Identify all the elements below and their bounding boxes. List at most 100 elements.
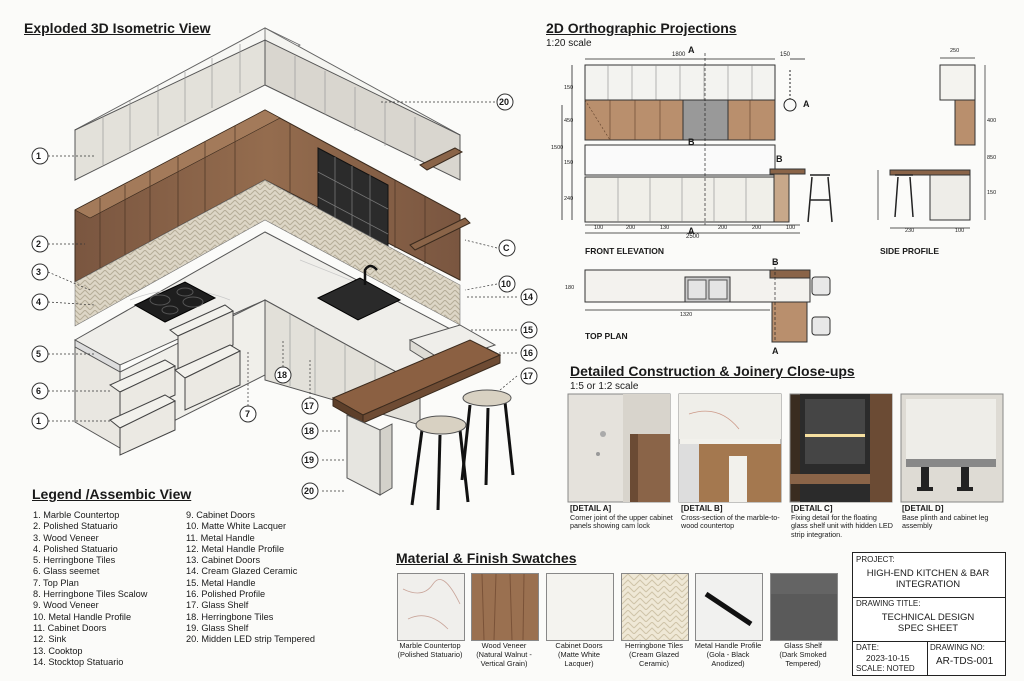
callout-20b: 20 [304, 486, 315, 496]
legend-item: 13. Cooktop [33, 645, 83, 656]
isometric-kitchen-drawing [73, 27, 515, 511]
swatch-caption-line: Herringbone Tiles [625, 641, 683, 650]
legend-item: 7. Top Plan [33, 577, 79, 588]
legend-item: 11. Cabinet Doors [33, 622, 107, 633]
marker-b-plan: B [772, 257, 779, 267]
legend-item: 11. Metal Handle [186, 532, 255, 543]
front-elevation-drawing [561, 53, 833, 234]
swatch-caption-line: Ceramic) [639, 658, 669, 668]
detail-title: Detailed Construction & Joinery Close-up… [570, 363, 855, 379]
swatch-caption-line: Metal Handle Profile [694, 641, 762, 650]
detail-d-image [900, 393, 1004, 503]
callout-18: 18 [277, 370, 288, 380]
dim-plan-len: 1320 [680, 312, 693, 318]
detail-c-label: [DETAIL C] [791, 504, 833, 513]
detail-scale: 1:5 or 1:2 scale [570, 381, 639, 392]
callout-14: 14 [523, 292, 534, 302]
dim-side-h3: 150 [987, 190, 997, 196]
swatch-caption-line: (Natural Walnut - [476, 649, 532, 659]
legend-item: 2. Polished Statuario [33, 521, 118, 532]
callout-17: 17 [523, 371, 534, 381]
legend-item: 9. Wood Veneer [33, 600, 99, 611]
swatch-caption-line: (Gola - Black [706, 649, 750, 659]
swatch-glass [770, 573, 838, 641]
dim-h5: 240 [564, 196, 574, 202]
callout-16: 16 [523, 348, 534, 358]
legend-item: 12. Metal Handle Profile [186, 543, 285, 554]
legend-item: 1. Marble Countertop [33, 510, 120, 520]
detail-a-label: [DETAIL A] [570, 504, 612, 513]
swatch-caption-line: Marble Countertop [399, 641, 461, 650]
swatch-caption-line: (Polished Statuario) [397, 649, 463, 659]
drawing-title-line-1: TECHNICAL DESIGN [881, 612, 975, 623]
dim-seg-2: 200 [626, 225, 636, 231]
legend-item: 12. Sink [33, 634, 67, 645]
legend-item: 9. Cabinet Doors [186, 510, 255, 520]
dim-seg-6: 100 [786, 225, 796, 231]
swatch-title: Material & Finish Swatches [396, 550, 577, 566]
dim-side-b2: 100 [955, 228, 965, 234]
legend-item: 3. Wood Veneer [33, 532, 99, 543]
legend-item: 14. Stocktop Statuario [33, 656, 124, 667]
swatch-herringbone [621, 573, 689, 641]
swatch-caption-line: Cabinet Doors [555, 641, 603, 650]
legend-item: 10. Matte White Lacquer [186, 521, 287, 532]
dim-h4: 150 [564, 160, 574, 166]
project-label: PROJECT: [856, 555, 895, 564]
marker-a-side: A [803, 99, 810, 109]
swatch-caption-lacquer: Cabinet Doors (Matte White Lacquer) [542, 641, 616, 668]
swatch-caption-line: (Dark Smoked [779, 649, 827, 659]
drawing-no-label: DRAWING NO: [930, 643, 985, 652]
front-elevation-label: FRONT ELEVATION [585, 246, 665, 256]
swatch-caption-wood: Wood Veneer (Natural Walnut - Vertical G… [467, 641, 541, 668]
dim-h3: 1500 [551, 145, 564, 151]
swatch-white-lacquer [546, 573, 614, 641]
detail-d-label: [DETAIL D] [902, 504, 944, 513]
dim-front-total: 2500 [686, 234, 700, 240]
callout-17b: 17 [304, 401, 315, 411]
scale-value: SCALE: NOTED [856, 664, 915, 673]
swatch-caption-line: Tempered) [785, 658, 821, 668]
drawing-title-label: DRAWING TITLE: [856, 599, 921, 608]
detail-b-label: [DETAIL B] [681, 504, 723, 513]
dim-side-h2: 850 [987, 155, 997, 161]
iso-callouts [31, 93, 538, 500]
swatch-metal-handle [695, 573, 763, 641]
drawing-title: TECHNICAL DESIGN SPEC SHEET [852, 612, 1004, 634]
dim-side-b1: 230 [905, 228, 915, 234]
legend-item: 6. Glass seemet [33, 566, 100, 577]
legend-item: 13. Cabinet Doors [186, 555, 261, 566]
callout-1: 1 [36, 151, 42, 161]
dim-h1: 150 [564, 85, 574, 91]
swatch-caption-line: Lacquer) [564, 658, 594, 668]
dim-plan-h: 180 [565, 285, 575, 291]
dim-h2: 450 [564, 118, 574, 124]
swatch-caption-line: Glass Shelf [784, 641, 822, 650]
date-value: 2023-10-15 [866, 653, 910, 663]
iso-title: Exploded 3D Isometric View [24, 20, 211, 36]
legend-item: 10. Metal Handle Profile [33, 611, 132, 622]
swatch-marble [397, 573, 465, 641]
marker-b-right: B [776, 154, 783, 164]
top-plan-drawing [584, 262, 831, 343]
swatch-caption-herringbone: Herringbone Tiles (Cream Glazed Ceramic) [617, 641, 691, 668]
swatch-caption-glass: Glass Shelf (Dark Smoked Tempered) [766, 641, 840, 668]
detail-d-caption: [DETAIL D] Base plinth and cabinet leg a… [902, 504, 1006, 531]
swatch-caption-line: Anodized) [711, 658, 745, 668]
legend-col-1: 1. Marble Countertop 2. Polished Statuar… [33, 510, 147, 668]
dim-seg-1: 100 [594, 225, 604, 231]
dim-side-h1: 400 [987, 118, 997, 124]
marker-b-mid: B [688, 137, 695, 147]
top-plan-label: TOP PLAN [585, 331, 628, 341]
legend-item: 18. Herringbone Tiles [186, 611, 274, 622]
project-name: HIGH-END KITCHEN & BAR INTEGRATION [852, 568, 1004, 590]
callout-5: 5 [36, 349, 42, 359]
legend-col-2: 9. Cabinet Doors 10. Matte White Lacquer… [186, 510, 315, 646]
callout-c: C [503, 243, 510, 253]
date-label: DATE: [856, 643, 879, 652]
marker-a-plan: A [772, 346, 779, 356]
callout-4: 4 [36, 297, 42, 307]
callout-7: 7 [245, 409, 251, 419]
ortho-title: 2D Orthographic Projections [546, 20, 737, 36]
